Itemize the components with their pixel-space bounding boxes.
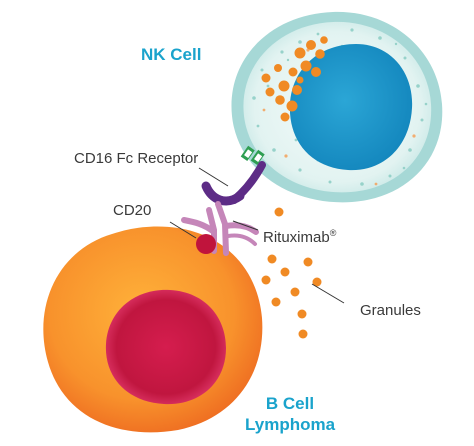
granule	[274, 207, 284, 217]
cd16-receptor-cup	[201, 181, 245, 206]
registered-mark: ®	[329, 228, 337, 238]
granule	[261, 275, 271, 285]
antibody-fab-arm-left	[181, 217, 217, 235]
granule	[290, 287, 300, 297]
rituximab-label-text: Rituximab	[263, 229, 330, 246]
cd20-antigen	[196, 234, 216, 254]
granule	[303, 257, 313, 267]
antibody-fab-arm-right	[223, 222, 259, 235]
b-cell-label-line2: Lymphoma	[245, 415, 336, 434]
b-cell-nucleus	[105, 289, 226, 405]
antibody-fab-light-right	[226, 233, 257, 246]
nk-cell-nucleus	[289, 44, 413, 171]
nk-cell	[231, 11, 443, 203]
b-cell-lymphoma-label: B Cell Lymphoma	[245, 393, 335, 435]
granules-label: Granules	[360, 302, 421, 319]
free-granules	[261, 207, 322, 339]
granule	[298, 329, 308, 339]
cd16-fc-receptor	[201, 145, 266, 206]
cd20-label: CD20	[113, 202, 152, 219]
cd16-leader-line	[198, 167, 229, 187]
cd16-fc-receptor-label: CD16 Fc Receptor	[74, 150, 199, 167]
b-cell-label-line1: B Cell	[265, 394, 315, 413]
granule	[280, 267, 290, 277]
granules-leader-line	[311, 283, 345, 304]
rituximab-leader-line	[232, 220, 259, 231]
rituximab-label: Rituximab®	[263, 228, 336, 246]
granule	[267, 254, 277, 264]
granule	[297, 309, 307, 319]
nk-granules-cluster	[261, 36, 328, 122]
granule	[271, 297, 281, 307]
cd20-leader-line	[169, 221, 197, 239]
b-cell-lymphoma	[43, 226, 263, 433]
granule	[312, 277, 322, 287]
rituximab-antibody	[181, 201, 259, 256]
nk-cell-label: NK Cell	[141, 45, 202, 64]
receptor-tag	[240, 145, 265, 166]
leader-lines	[169, 167, 345, 304]
